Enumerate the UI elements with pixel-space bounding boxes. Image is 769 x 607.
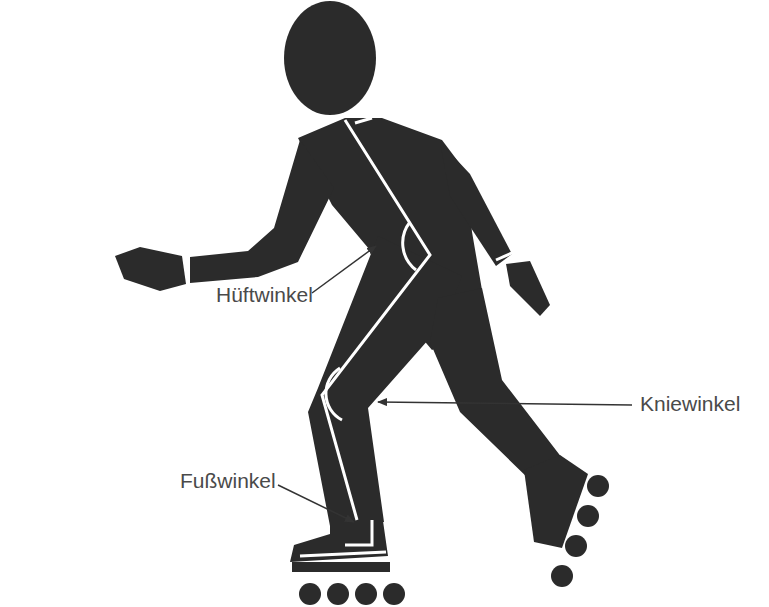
- body-angle-lines: [300, 118, 514, 556]
- angle-label: Hüftwinkel: [216, 283, 313, 307]
- angle-label: Fußwinkel: [180, 469, 276, 493]
- leader-lines: [278, 246, 632, 522]
- angle-label: Kniewinkel: [640, 392, 740, 416]
- skater-silhouette: [115, 1, 609, 605]
